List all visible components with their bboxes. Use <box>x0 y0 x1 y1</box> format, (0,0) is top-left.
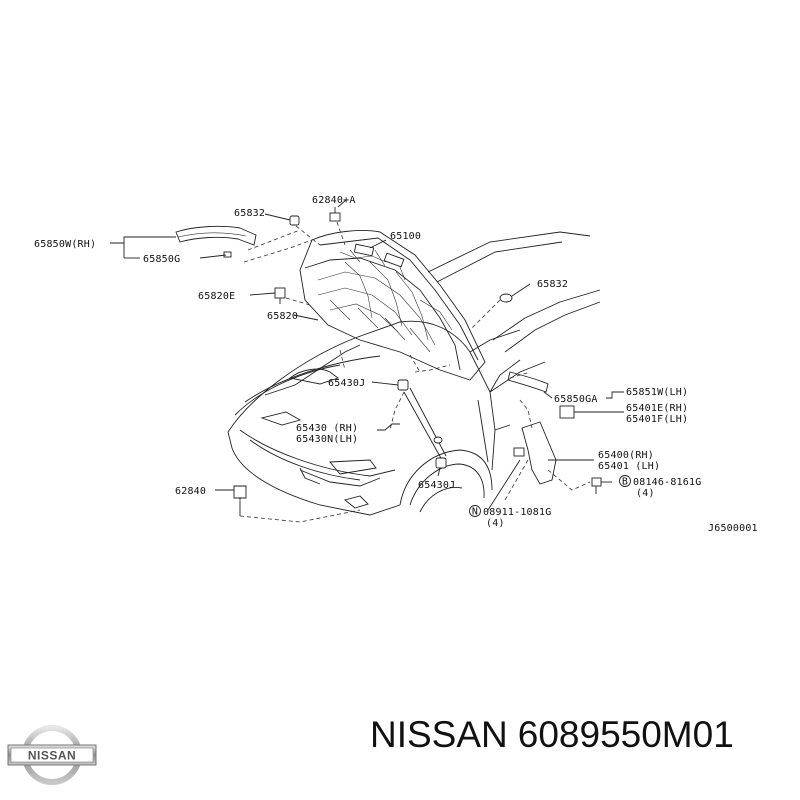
label-62840: 62840 <box>175 486 206 497</box>
hood-panel <box>299 230 486 381</box>
label-62840A: 62840+A <box>312 195 356 206</box>
hood-stay-65430 <box>397 379 447 469</box>
label-65850W: 65850W(RH) <box>34 239 96 250</box>
bolt-callout-letter: B <box>622 477 628 488</box>
label-65401F: 65401F(LH) <box>626 414 688 425</box>
diagram-code: J6500001 <box>708 523 758 534</box>
label-08911-qty: (4) <box>486 518 505 529</box>
label-08911: 08911-1081G <box>483 507 551 518</box>
leader-lines <box>110 199 624 511</box>
nut-callout-letter: N <box>472 507 478 518</box>
nut-callout-circle <box>469 505 481 517</box>
label-65820: 65820 <box>267 311 298 322</box>
clip-65850G <box>223 251 232 258</box>
label-65400: 65400(RH) <box>598 450 654 461</box>
label-08146-qty: (4) <box>636 488 655 499</box>
label-65430J-top: 65430J <box>328 378 365 389</box>
bolt-callout-circle <box>619 475 631 487</box>
label-65850G: 65850G <box>143 254 180 265</box>
label-08146: 08146-8161G <box>633 477 701 488</box>
label-65401: 65401 (LH) <box>598 461 660 472</box>
label-65430J-bottom: 65430J <box>418 480 455 491</box>
bumper-62840A <box>329 207 341 222</box>
dashed-guides <box>239 221 591 523</box>
label-65430NLH: 65430N(LH) <box>296 434 358 445</box>
brand-name: NISSAN <box>370 714 508 755</box>
label-65401E: 65401E(RH) <box>626 403 688 414</box>
label-65430RH: 65430 (RH) <box>296 423 358 434</box>
hood-seal-65851W <box>507 371 549 393</box>
label-65832-top: 65832 <box>234 208 265 219</box>
clip-65820E <box>274 287 286 304</box>
label-65820E: 65820E <box>198 291 235 302</box>
part-number: 6089550M01 <box>517 714 734 755</box>
grommet-65832-right <box>499 293 513 303</box>
bumper-62840 <box>233 485 247 516</box>
car-body-outline <box>227 231 601 516</box>
nissan-logo-text: NISSAN <box>28 749 76 763</box>
nissan-logo: NISSAN <box>7 725 97 785</box>
label-65832-right: 65832 <box>537 279 568 290</box>
hood-seal-65850W <box>175 225 257 246</box>
hood-hinge-65400 <box>513 405 602 494</box>
grommet-65832-top <box>289 215 300 226</box>
label-65851W: 65851W(LH) <box>626 387 688 398</box>
label-65100: 65100 <box>390 231 421 242</box>
label-65850GA: 65850GA <box>554 394 598 405</box>
